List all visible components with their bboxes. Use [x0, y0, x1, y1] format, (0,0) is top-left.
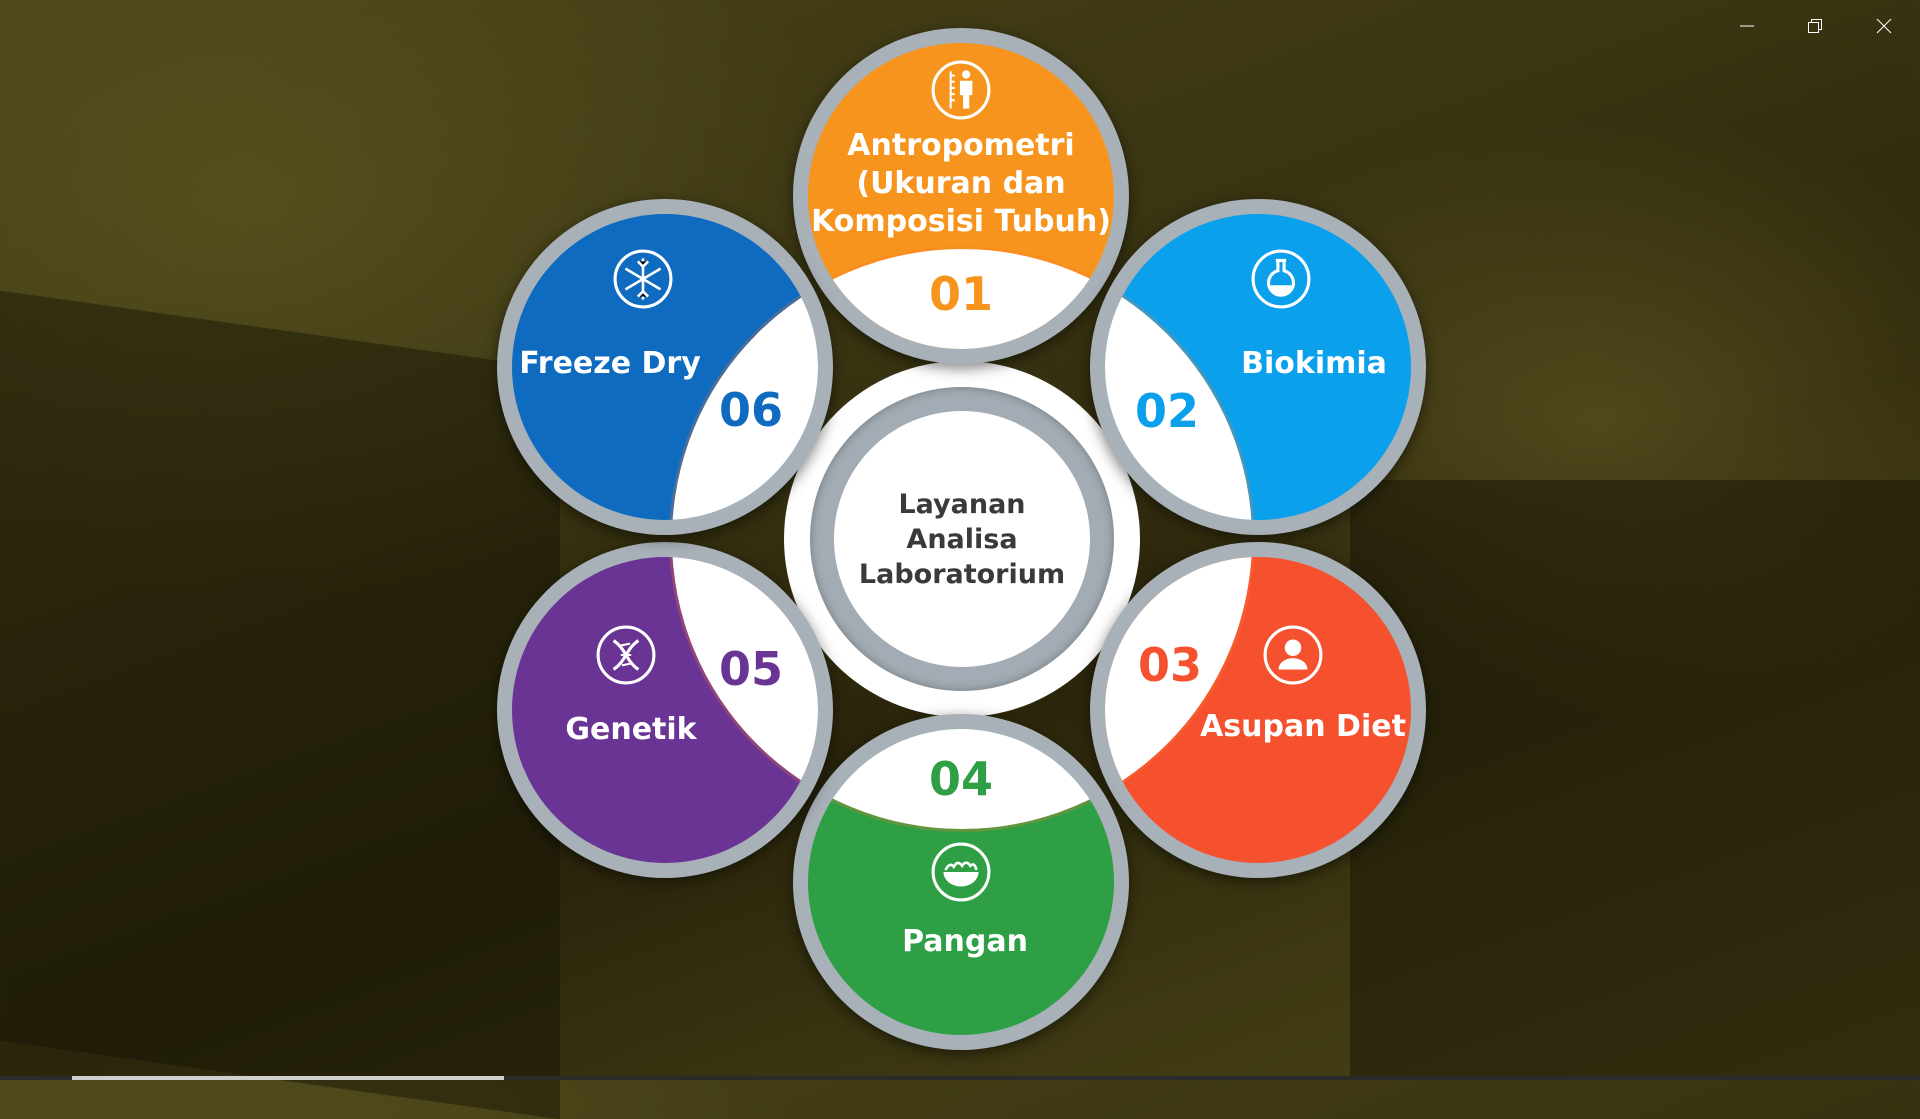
restore-button[interactable]: [1795, 8, 1835, 44]
petal-fill: [512, 557, 818, 863]
hub-title-line: Analisa: [906, 523, 1018, 555]
service-number: 04: [928, 752, 994, 806]
restore-icon: [1808, 19, 1822, 33]
petal-fill: [1105, 557, 1411, 863]
background-counter: [1350, 480, 1920, 1080]
petal-white-segment: [1105, 557, 1252, 829]
service-label: Genetik: [565, 712, 697, 747]
background-cabinet: [0, 290, 560, 1119]
service-label: Freeze Dry: [519, 346, 701, 381]
service-number: 06: [718, 383, 784, 437]
label-line: Komposisi Tubuh): [811, 204, 1111, 239]
label-line: (Ukuran dan: [856, 166, 1066, 201]
service-number: 03: [1137, 638, 1203, 692]
hub-title-line: Layanan: [898, 488, 1026, 520]
close-button[interactable]: [1864, 8, 1904, 44]
petal-fill: [512, 214, 818, 520]
close-icon: [1876, 18, 1892, 34]
body-measure-icon: [931, 60, 991, 120]
service-label: Asupan Diet: [1200, 709, 1406, 744]
service-genetik[interactable]: [497, 542, 833, 878]
hub-title-line: Laboratorium: [858, 558, 1066, 590]
service-label: Pangan: [902, 924, 1028, 959]
video-progress-bar[interactable]: [0, 1076, 1920, 1080]
service-number: 01: [928, 267, 994, 321]
service-number: 02: [1134, 384, 1200, 438]
food-bowl-icon: [931, 842, 991, 902]
video-progress-fill: [72, 1076, 504, 1080]
service-asupan-diet[interactable]: [1090, 542, 1426, 878]
service-label: Biokimia: [1241, 346, 1387, 381]
service-number: 05: [718, 642, 784, 696]
minimize-button[interactable]: [1727, 8, 1767, 44]
dna-icon: [596, 625, 656, 685]
service-label: Antropometri (Ukuran dan Komposisi Tubuh…: [811, 127, 1111, 241]
flask-icon: [1251, 249, 1311, 309]
label-line: Antropometri: [847, 128, 1075, 163]
snowflake-icon: [613, 249, 673, 309]
hub-center: Layanan Analisa Laboratorium: [834, 411, 1090, 667]
minimize-icon: [1740, 25, 1754, 27]
service-pangan[interactable]: [793, 714, 1129, 1050]
petal-fill: [808, 729, 1114, 1035]
service-freeze-dry[interactable]: [497, 199, 833, 535]
person-icon: [1263, 625, 1323, 685]
